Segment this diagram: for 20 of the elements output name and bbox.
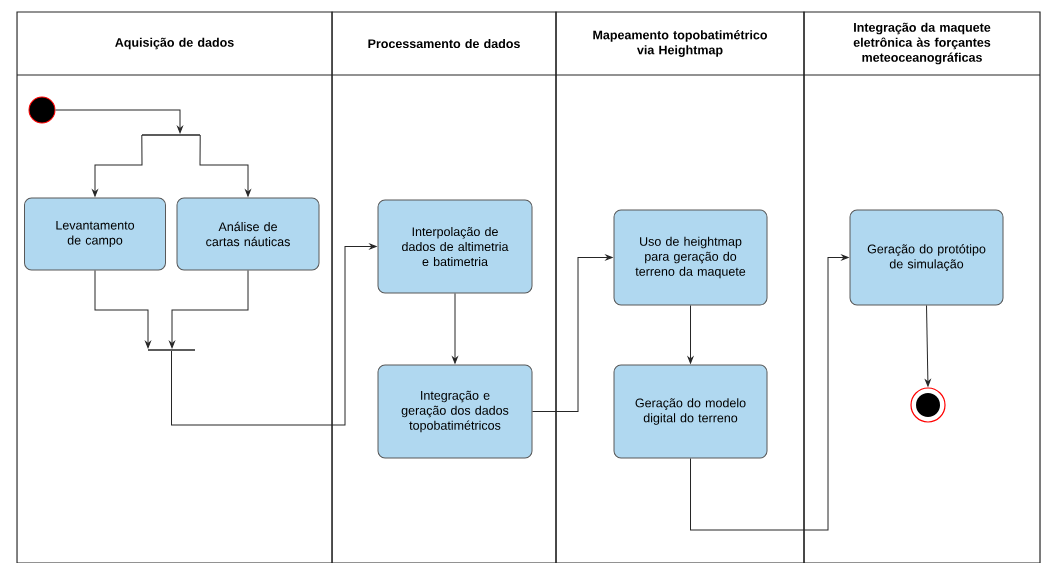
arrow — [92, 134, 143, 197]
arrow — [171, 243, 377, 426]
activity-box: Levantamento de campo — [24, 197, 166, 271]
activity-box: Integração e geração dos dados topobatimétricos — [377, 364, 533, 459]
end-node — [910, 387, 946, 423]
arrow — [452, 293, 458, 364]
activity-box: Geração do modelo digital do terreno — [613, 364, 768, 459]
arrow — [169, 270, 249, 349]
arrow — [199, 134, 251, 197]
arrow — [94, 270, 151, 349]
start-node — [28, 96, 56, 124]
activity-box: Geração do protótipo de simulação — [849, 209, 1004, 306]
arrow — [532, 254, 613, 412]
arrow — [55, 109, 183, 134]
arrow — [690, 254, 849, 531]
activity-box: Análise de cartas náuticas — [176, 197, 320, 271]
arrow — [925, 305, 931, 387]
arrow — [687, 305, 694, 364]
activity-box: Uso de heightmap para geração do terreno da maquete — [613, 209, 768, 306]
activity-box: Interpolação de dados de altimetria e batimetria — [377, 199, 533, 294]
